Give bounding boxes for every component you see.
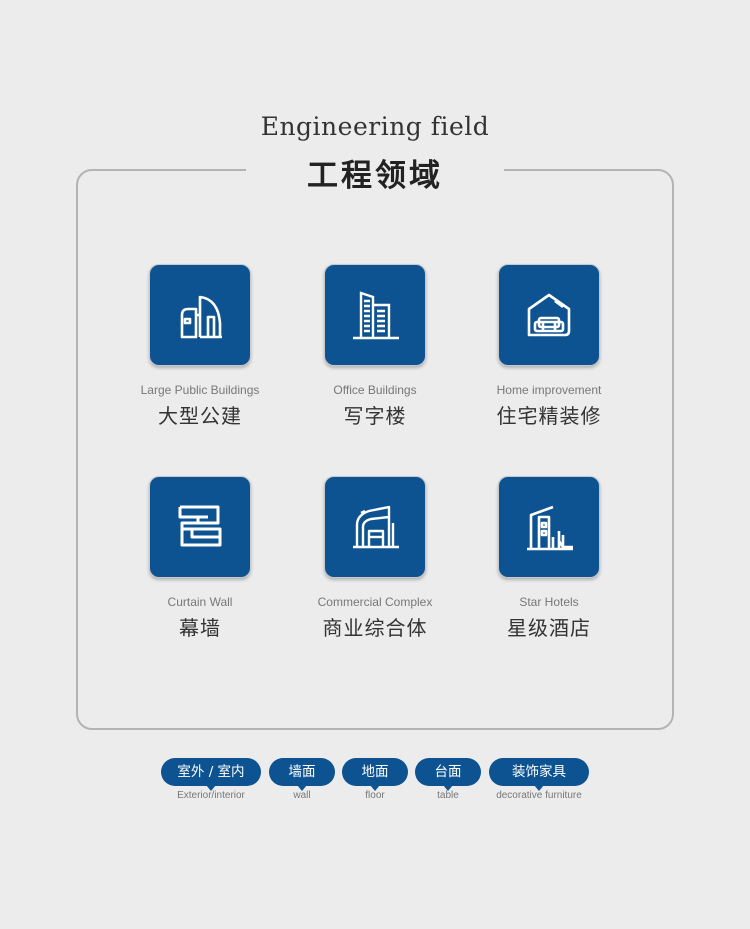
field-label-en: Curtain Wall [167,595,233,609]
application-wall[interactable]: 墙面 wall [269,758,335,801]
application-floor[interactable]: 地面 floor [342,758,408,801]
curtain-wall-icon [178,505,222,547]
application-pill: 墙面 [269,758,335,791]
field-tile [498,264,600,366]
application-exterior-interior[interactable]: 室外 / 室内 Exterior/interior [161,758,261,801]
page-title-zh: 工程领域 [307,158,443,194]
field-label-en: Office Buildings [333,383,417,397]
field-label-zh: 星级酒店 [507,616,591,640]
field-tile [324,476,426,578]
field-label-zh: 幕墙 [179,616,221,640]
field-office-buildings[interactable]: Office Buildings 写字楼 [290,264,460,429]
field-large-public-buildings[interactable]: Large Public Buildings 大型公建 [115,264,285,429]
page-title-en: Engineering field [260,112,490,141]
field-home-improvement[interactable]: Home improvement 住宅精装修 [464,264,634,429]
home-sofa-icon [527,293,571,337]
hotel-icon [527,505,573,551]
field-label-en: Star Hotels [519,595,579,609]
field-label-en: Large Public Buildings [140,383,260,397]
title-mask [246,150,504,200]
application-label-en: Exterior/interior [177,790,245,801]
commercial-complex-icon [353,505,399,549]
field-label-zh: 商业综合体 [322,616,428,640]
field-star-hotels[interactable]: Star Hotels 星级酒店 [464,476,634,641]
application-label-en: floor [365,790,385,801]
field-tile [149,476,251,578]
field-tile [149,264,251,366]
application-table[interactable]: 台面 table [415,758,481,801]
application-label-en: decorative furniture [496,790,582,801]
field-label-en: Home improvement [496,383,602,397]
field-label-zh: 大型公建 [158,404,242,428]
application-pill: 地面 [342,758,408,791]
application-pill: 台面 [415,758,481,791]
field-commercial-complex[interactable]: Commercial Complex 商业综合体 [290,476,460,641]
application-label-en: wall [293,790,311,801]
content-frame [76,169,674,730]
public-building-icon [180,295,222,339]
application-decorative-furniture[interactable]: 装饰家具 decorative furniture [489,758,589,801]
field-tile [324,264,426,366]
field-tile [498,476,600,578]
field-label-en: Commercial Complex [317,595,433,609]
application-pill: 室外 / 室内 [161,758,261,791]
field-curtain-wall[interactable]: Curtain Wall 幕墙 [115,476,285,641]
field-label-zh: 写字楼 [343,404,407,428]
application-label-en: table [437,790,459,801]
office-building-icon [353,291,399,340]
field-label-zh: 住宅精装修 [496,404,602,428]
application-pill: 装饰家具 [489,758,589,791]
